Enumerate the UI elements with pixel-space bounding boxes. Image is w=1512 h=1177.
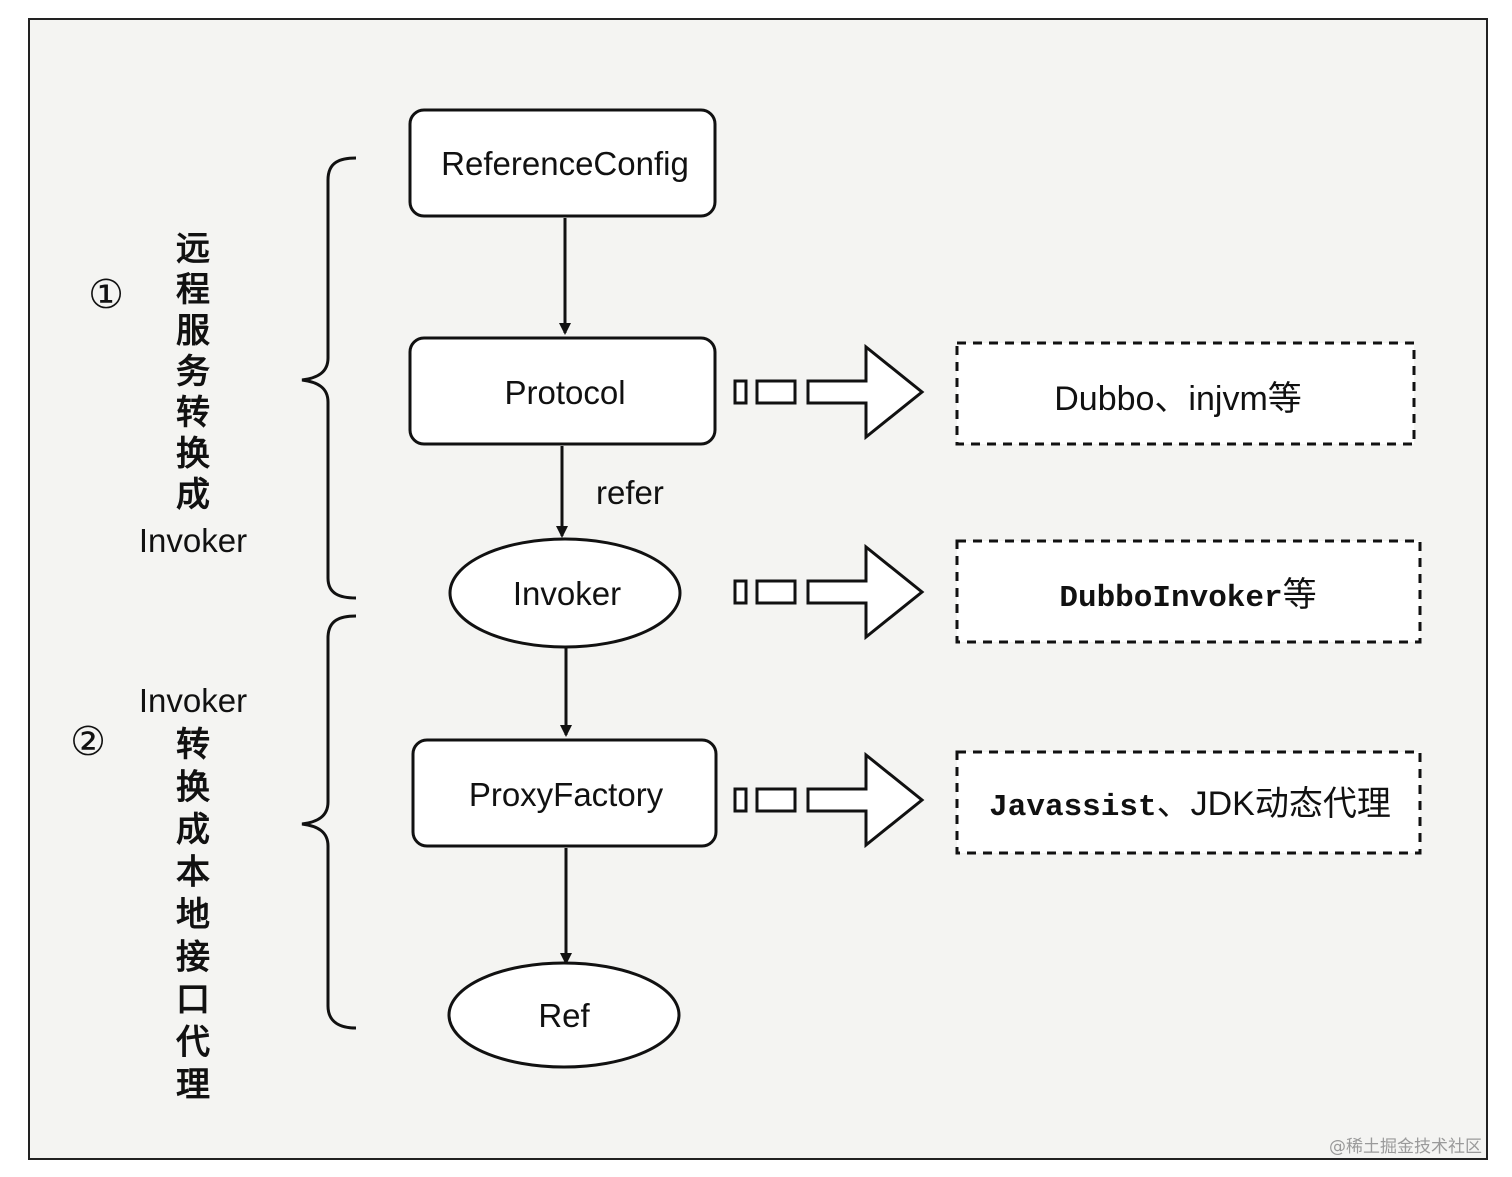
- stage1-brace: [301, 156, 357, 600]
- proxy-impl-box: [955, 750, 1422, 855]
- protocol-label: Protocol: [504, 374, 625, 411]
- protocol-box: [408, 336, 717, 446]
- vertical-char: 代: [175, 1023, 210, 1063]
- vertical-char: 理: [176, 1065, 210, 1105]
- ref-label: Ref: [538, 997, 590, 1034]
- vertical-char: 务: [176, 352, 210, 392]
- vertical-char: 程: [176, 270, 210, 310]
- vertical-char: 成: [176, 810, 210, 850]
- stage1-number: ①: [88, 272, 124, 318]
- invoker-impl-suffix-text: 等: [1283, 576, 1317, 614]
- stage1-tail: Invoker: [139, 522, 247, 559]
- vertical-char: 换: [176, 434, 210, 474]
- vertical-char: 成: [176, 475, 210, 515]
- proxyfactory-box: [411, 738, 718, 848]
- hollow-arrow-proxyfactory: [733, 751, 925, 849]
- hollow-arrow-invoker: [733, 543, 925, 641]
- stage2-head: Invoker: [139, 682, 247, 719]
- stage2-brace: [301, 614, 357, 1030]
- vertical-char: 地: [176, 895, 210, 935]
- vertical-char: 远: [176, 229, 210, 269]
- invoker-impl-mono-text: DubboInvoker: [1059, 581, 1282, 616]
- invoker-impl-box: [955, 539, 1422, 644]
- referenceconfig-box: [408, 108, 717, 218]
- stage2-number: ②: [70, 719, 106, 765]
- invoker-ellipse: [448, 537, 682, 649]
- proxy-impl-suffix-text: 、JDK动态代理: [1157, 785, 1391, 823]
- referenceconfig-label: ReferenceConfig: [441, 145, 689, 182]
- vertical-char: 转: [176, 393, 210, 433]
- proxy-impl-mono-text: Javassist: [989, 790, 1156, 825]
- proxyfactory-label: ProxyFactory: [469, 776, 664, 813]
- protocol-impl-box: [955, 341, 1416, 446]
- invoker-impl-label: DubboInvoker等: [1059, 576, 1316, 616]
- invoker-label: Invoker: [513, 575, 621, 612]
- refer-edge-label: refer: [596, 474, 664, 511]
- ref-ellipse: [447, 961, 681, 1069]
- vertical-char: 接: [176, 938, 210, 978]
- protocol-impl-label: Dubbo、injvm等: [1054, 380, 1302, 418]
- vertical-char: 口: [176, 980, 210, 1020]
- vertical-char: 服: [176, 311, 210, 351]
- watermark: @稀土掘金技术社区: [1329, 1137, 1482, 1157]
- proxy-impl-label: Javassist、JDK动态代理: [989, 785, 1391, 825]
- hollow-arrow-protocol: [733, 343, 925, 441]
- vertical-char: 本: [176, 853, 210, 893]
- vertical-char: 转: [176, 725, 210, 765]
- vertical-char: 换: [176, 768, 210, 808]
